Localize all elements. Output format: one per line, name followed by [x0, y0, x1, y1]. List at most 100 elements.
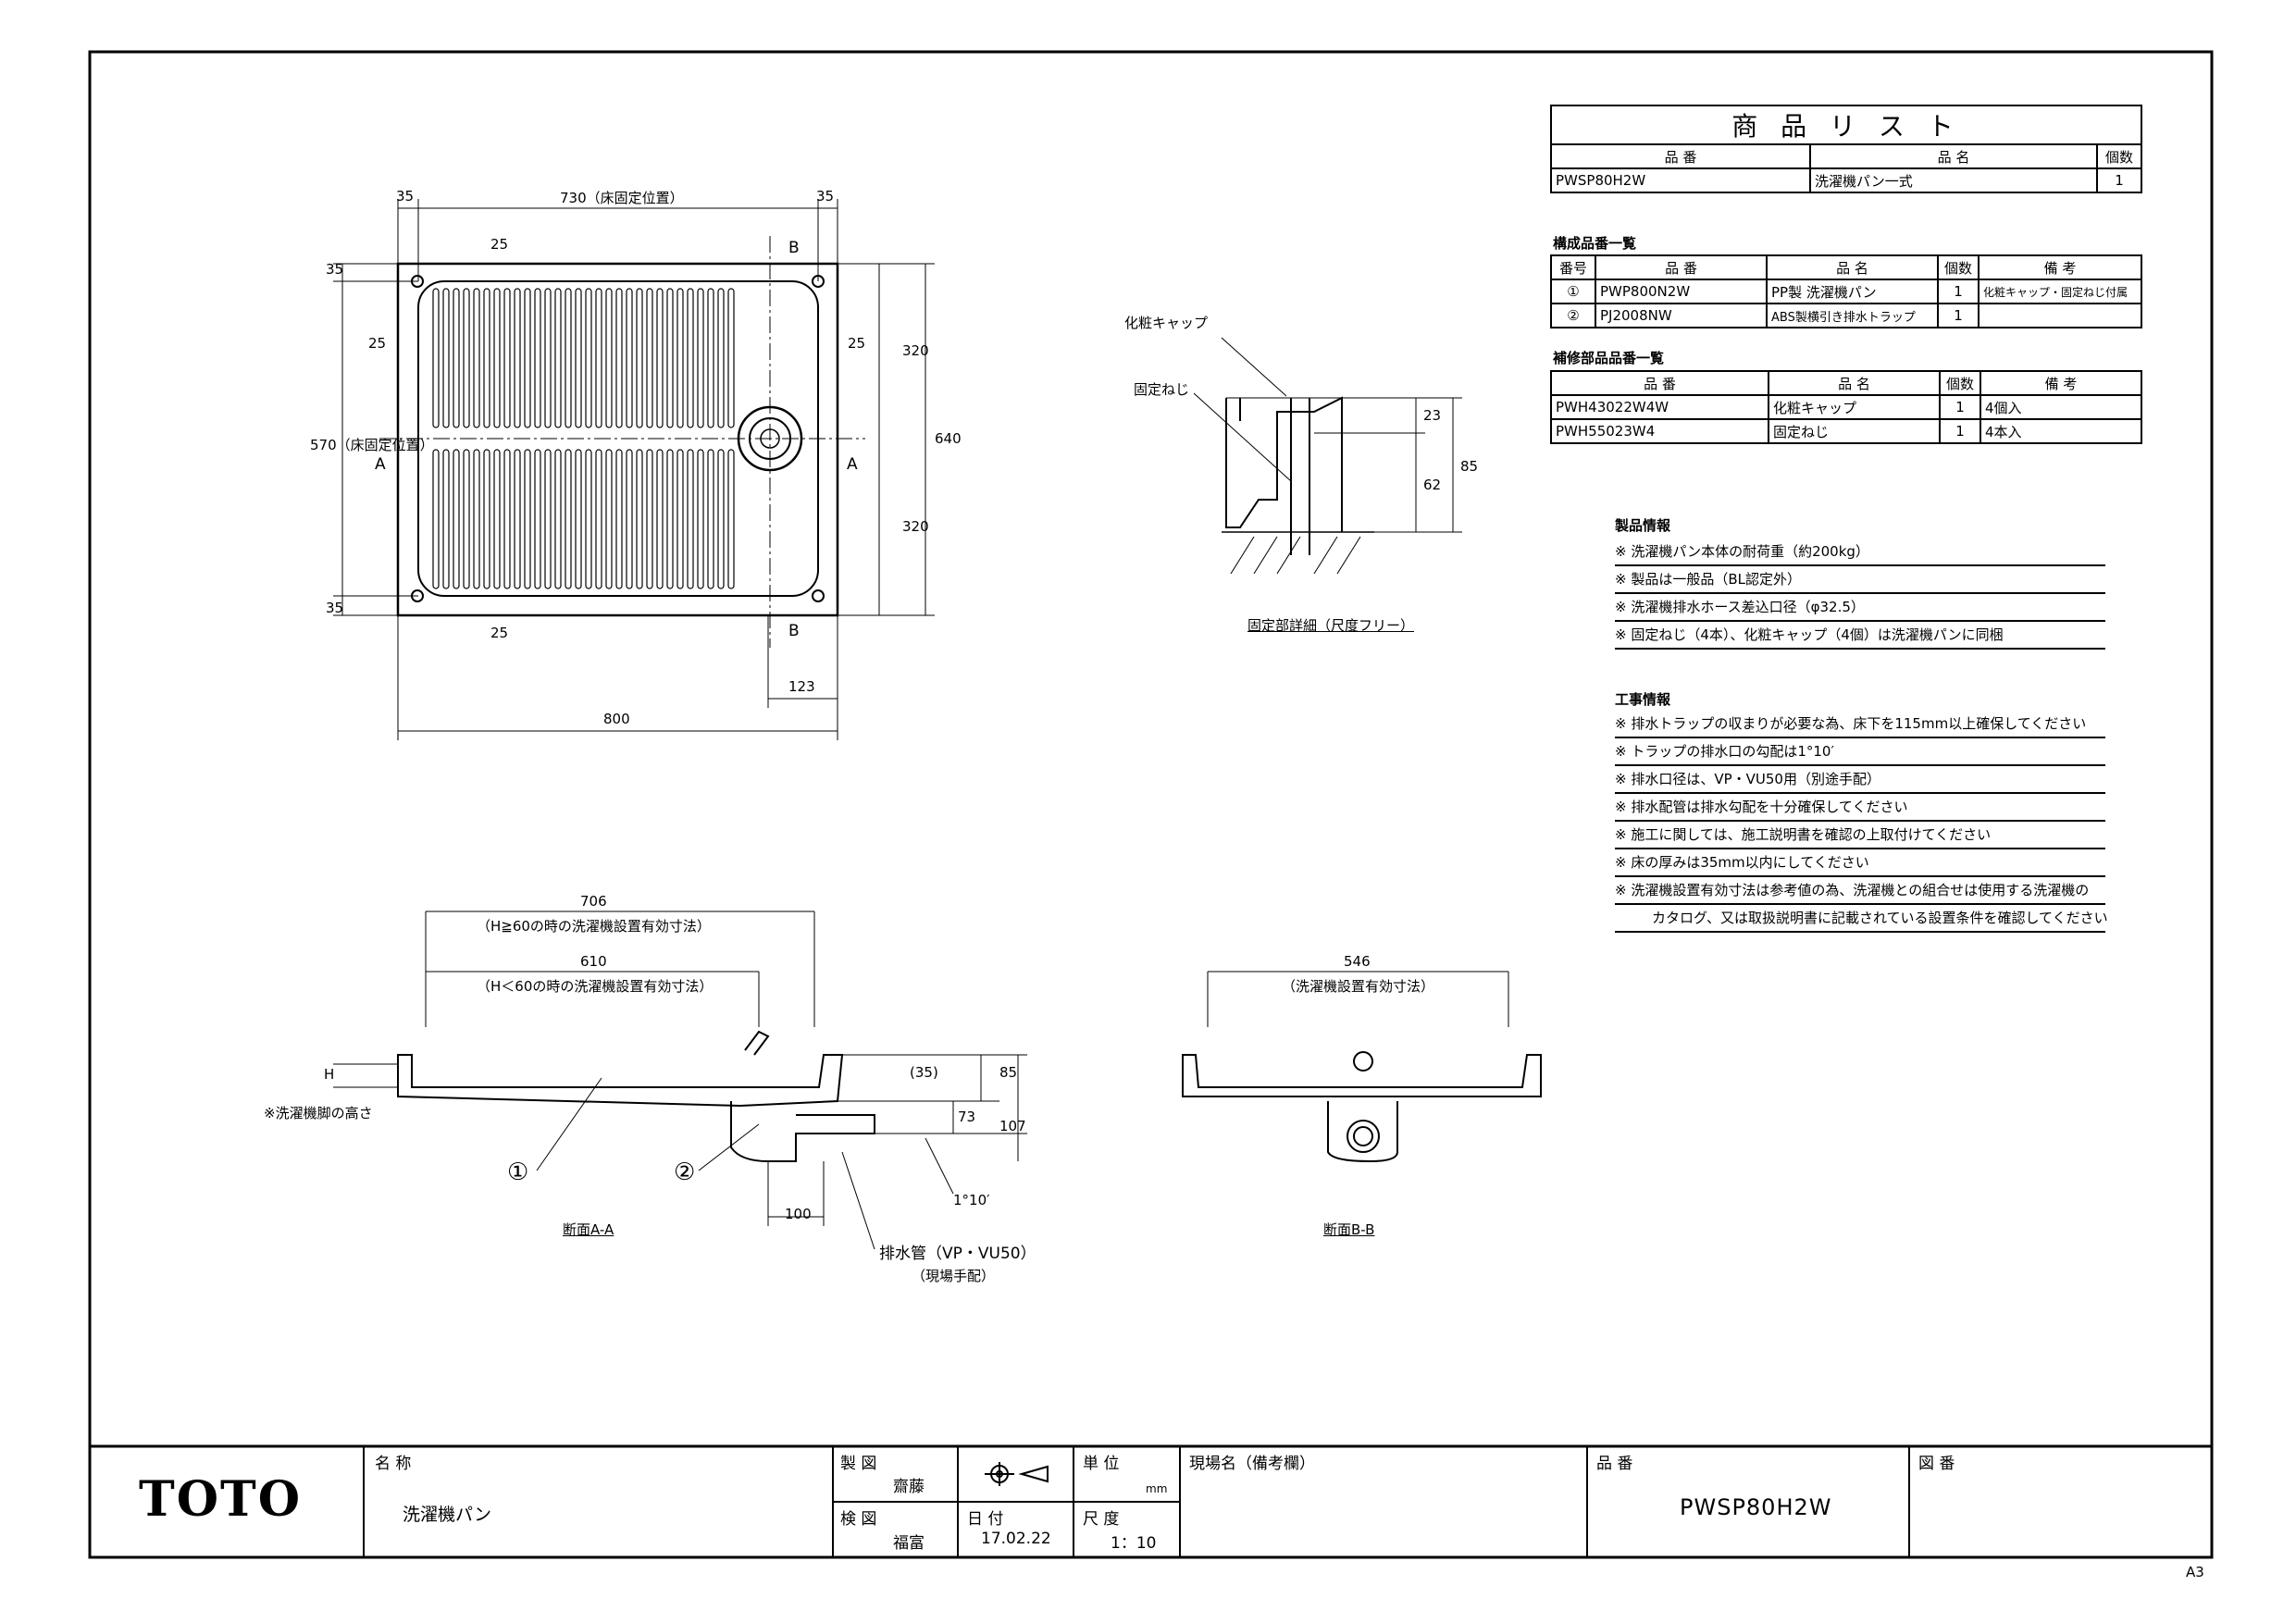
groove	[432, 288, 440, 428]
date-value: 17.02.22	[981, 1530, 1051, 1548]
detail-dim: 85	[1460, 458, 1479, 475]
construction-info-item: ※ 床の厚みは35mm以内にしてください	[1615, 849, 2105, 877]
section-mark: A	[847, 455, 858, 474]
section-aa-dim: (35)	[910, 1064, 938, 1081]
section-aa-pipe-label: 排水管（VP・VU50）	[879, 1245, 1036, 1263]
product-info-title: 製品情報	[1615, 517, 1671, 534]
construction-info-title: 工事情報	[1615, 691, 1671, 708]
projection-symbol-icon	[985, 1462, 1049, 1486]
groove	[514, 449, 521, 589]
groove	[554, 449, 562, 589]
groove	[453, 288, 460, 428]
groove	[676, 449, 684, 589]
groove	[656, 449, 664, 589]
checked-label: 検 図	[840, 1510, 877, 1529]
product-list-table: 商 品 リ ス ト 品 番 品 名 個数 PWSP80H2W 洗濯機パン一式 1	[1550, 105, 2142, 193]
groove	[534, 449, 541, 589]
components-cell: 化粧キャップ・固定ねじ付属	[1978, 279, 2142, 304]
groove	[717, 449, 725, 589]
spare-parts-header: 個数	[1939, 370, 1981, 396]
groove	[697, 288, 704, 428]
product-info-item: ※ 洗濯機排水ホース差込口径（φ32.5）	[1615, 594, 2105, 622]
groove	[534, 288, 541, 428]
components-header: 品 名	[1766, 254, 1939, 280]
groove	[442, 449, 450, 589]
section-aa-h-note: ※洗濯機脚の高さ	[264, 1105, 373, 1121]
groove	[473, 288, 480, 428]
part-number: PWSP80H2W	[1680, 1494, 1832, 1520]
construction-info-item: ※ 排水配管は排水勾配を十分確保してください	[1615, 794, 2105, 822]
groove	[575, 288, 582, 428]
construction-info-item: カタログ、又は取扱説明書に記載されている設置条件を確認してください	[1615, 905, 2108, 933]
section-bb-dim: （洗濯機設置有効寸法）	[1282, 978, 1435, 995]
checked-by: 福富	[893, 1534, 925, 1553]
components-cell: PP製 洗濯機パン	[1766, 279, 1939, 304]
product-list-cell: 1	[2096, 167, 2142, 193]
drawn-label: 製 図	[840, 1455, 877, 1473]
groove	[626, 449, 633, 589]
groove	[605, 288, 613, 428]
groove	[514, 288, 521, 428]
construction-info-item: ※ トラップの排水口の勾配は1°10′	[1615, 738, 2105, 766]
section-aa-pipe-note: （現場手配）	[912, 1268, 996, 1284]
groove	[432, 449, 440, 589]
components-header: 個数	[1937, 254, 1980, 280]
groove	[687, 288, 694, 428]
drawn-by: 齋藤	[893, 1478, 925, 1496]
detail-label: 固定ねじ	[1134, 381, 1190, 398]
detail-caption: 固定部詳細（尺度フリー）	[1247, 617, 1415, 634]
section-bb	[1182, 971, 1542, 1163]
plan-dim: 35	[816, 188, 835, 204]
groove	[615, 288, 623, 428]
groove	[524, 449, 531, 589]
groove	[636, 449, 643, 589]
groove	[646, 449, 653, 589]
plan-dim: 320	[902, 518, 929, 535]
construction-info-item: ※ 洗濯機設置有効寸法は参考値の為、洗濯機との組合せは使用する洗濯機の	[1615, 877, 2105, 905]
groove	[595, 288, 602, 428]
groove	[503, 288, 511, 428]
spare-parts-cell: PWH43022W4W	[1550, 394, 1769, 420]
plan-dim: 320	[902, 342, 929, 359]
groove	[727, 449, 735, 589]
title-block-lines	[90, 1444, 2212, 1557]
paper-size: A3	[2186, 1564, 2204, 1580]
spare-parts-header: 備 考	[1980, 370, 2142, 396]
product-list-header-qty: 個数	[2096, 143, 2142, 169]
section-bb-caption: 断面B-B	[1323, 1221, 1375, 1238]
detail-label: 化粧キャップ	[1124, 315, 1209, 331]
section-aa-caption: 断面A-A	[563, 1221, 614, 1238]
groove	[636, 288, 643, 428]
date-label: 日 付	[967, 1510, 1004, 1529]
components-header: 備 考	[1978, 254, 2142, 280]
product-info-item: ※ 製品は一般品（BL認定外）	[1615, 566, 2105, 594]
scale-label: 尺 度	[1083, 1510, 1120, 1529]
unit-value: mm	[1146, 1482, 1168, 1495]
section-mark: B	[788, 622, 800, 640]
components-title: 構成品番一覧	[1553, 235, 1637, 252]
groove	[605, 449, 613, 589]
scale-value: 1：10	[1111, 1534, 1157, 1553]
product-list-header-name: 品 名	[1809, 143, 2098, 169]
sheet-border	[88, 50, 2214, 1559]
spare-parts-cell: PWH55023W4	[1550, 418, 1769, 444]
spare-parts-cell: 1	[1939, 418, 1981, 444]
plan-dim: 35	[326, 600, 344, 616]
groove	[442, 288, 450, 428]
groove	[707, 449, 714, 589]
groove	[727, 288, 735, 428]
groove	[483, 449, 490, 589]
section-aa-dim: 107	[999, 1118, 1026, 1134]
detail-dim: 62	[1423, 477, 1442, 493]
components-cell: PJ2008NW	[1595, 303, 1768, 328]
plan-dim: 800	[603, 711, 630, 727]
construction-info-item: ※ 排水トラップの収まりが必要な為、床下を115mm以上確保してください	[1615, 711, 2105, 738]
name-label: 名 称	[375, 1455, 412, 1473]
groove	[707, 288, 714, 428]
section-aa-dim: 100	[785, 1206, 812, 1222]
spare-parts-header: 品 名	[1768, 370, 1941, 396]
components-header: 品 番	[1595, 254, 1768, 280]
groove	[554, 288, 562, 428]
groove	[493, 449, 501, 589]
